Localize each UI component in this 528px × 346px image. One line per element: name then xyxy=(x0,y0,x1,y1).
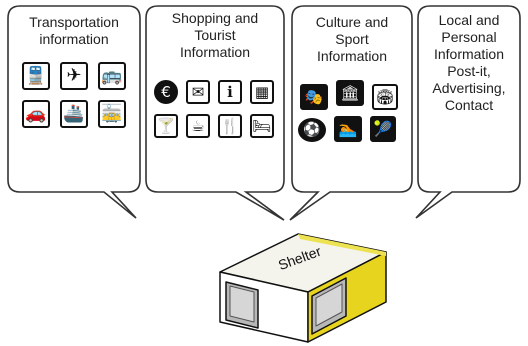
bubble-title-transportation: Transportation information xyxy=(29,14,119,47)
bubble-title-shopping: Shopping and Tourist Information xyxy=(171,10,259,60)
hotel-icon: 🛏 xyxy=(250,114,274,138)
shop-icon: ▦ xyxy=(250,80,274,104)
mail-icon: ✉ xyxy=(186,80,210,104)
ship-icon: 🚢 xyxy=(60,100,88,128)
bus-icon: 🚌 xyxy=(98,62,126,90)
shelter-box xyxy=(219,233,387,343)
bubble-title-local: Local and Personal Information Post-it, … xyxy=(432,12,506,113)
bubble-title-culture: Culture and Sport Information xyxy=(315,14,389,64)
car-icon: 🚗 xyxy=(22,100,50,128)
bubble-culture xyxy=(289,5,413,221)
tram-icon: 🚋 xyxy=(98,100,126,128)
tennis-icon: 🎾 xyxy=(370,116,396,142)
euro-icon: € xyxy=(154,80,178,104)
bubble-local xyxy=(415,5,521,219)
bubble-shopping xyxy=(145,5,285,221)
theatre-icon: 🎭 xyxy=(300,84,328,110)
airplane-icon: ✈ xyxy=(60,62,88,90)
restaurant-icon: 🍴 xyxy=(218,114,242,138)
tourist-office-icon: ℹ xyxy=(218,80,242,104)
museum-icon: 🏟 xyxy=(372,84,398,110)
bar-icon: 🍸 xyxy=(154,114,178,138)
swimming-icon: 🏊 xyxy=(334,116,362,142)
train-icon: 🚆 xyxy=(22,62,50,90)
monument-icon: 🏛 xyxy=(336,80,364,106)
shelter-top-highlight xyxy=(298,234,386,256)
cafe-icon: ☕ xyxy=(186,114,210,138)
stadium-icon: ⚽ xyxy=(298,118,326,142)
